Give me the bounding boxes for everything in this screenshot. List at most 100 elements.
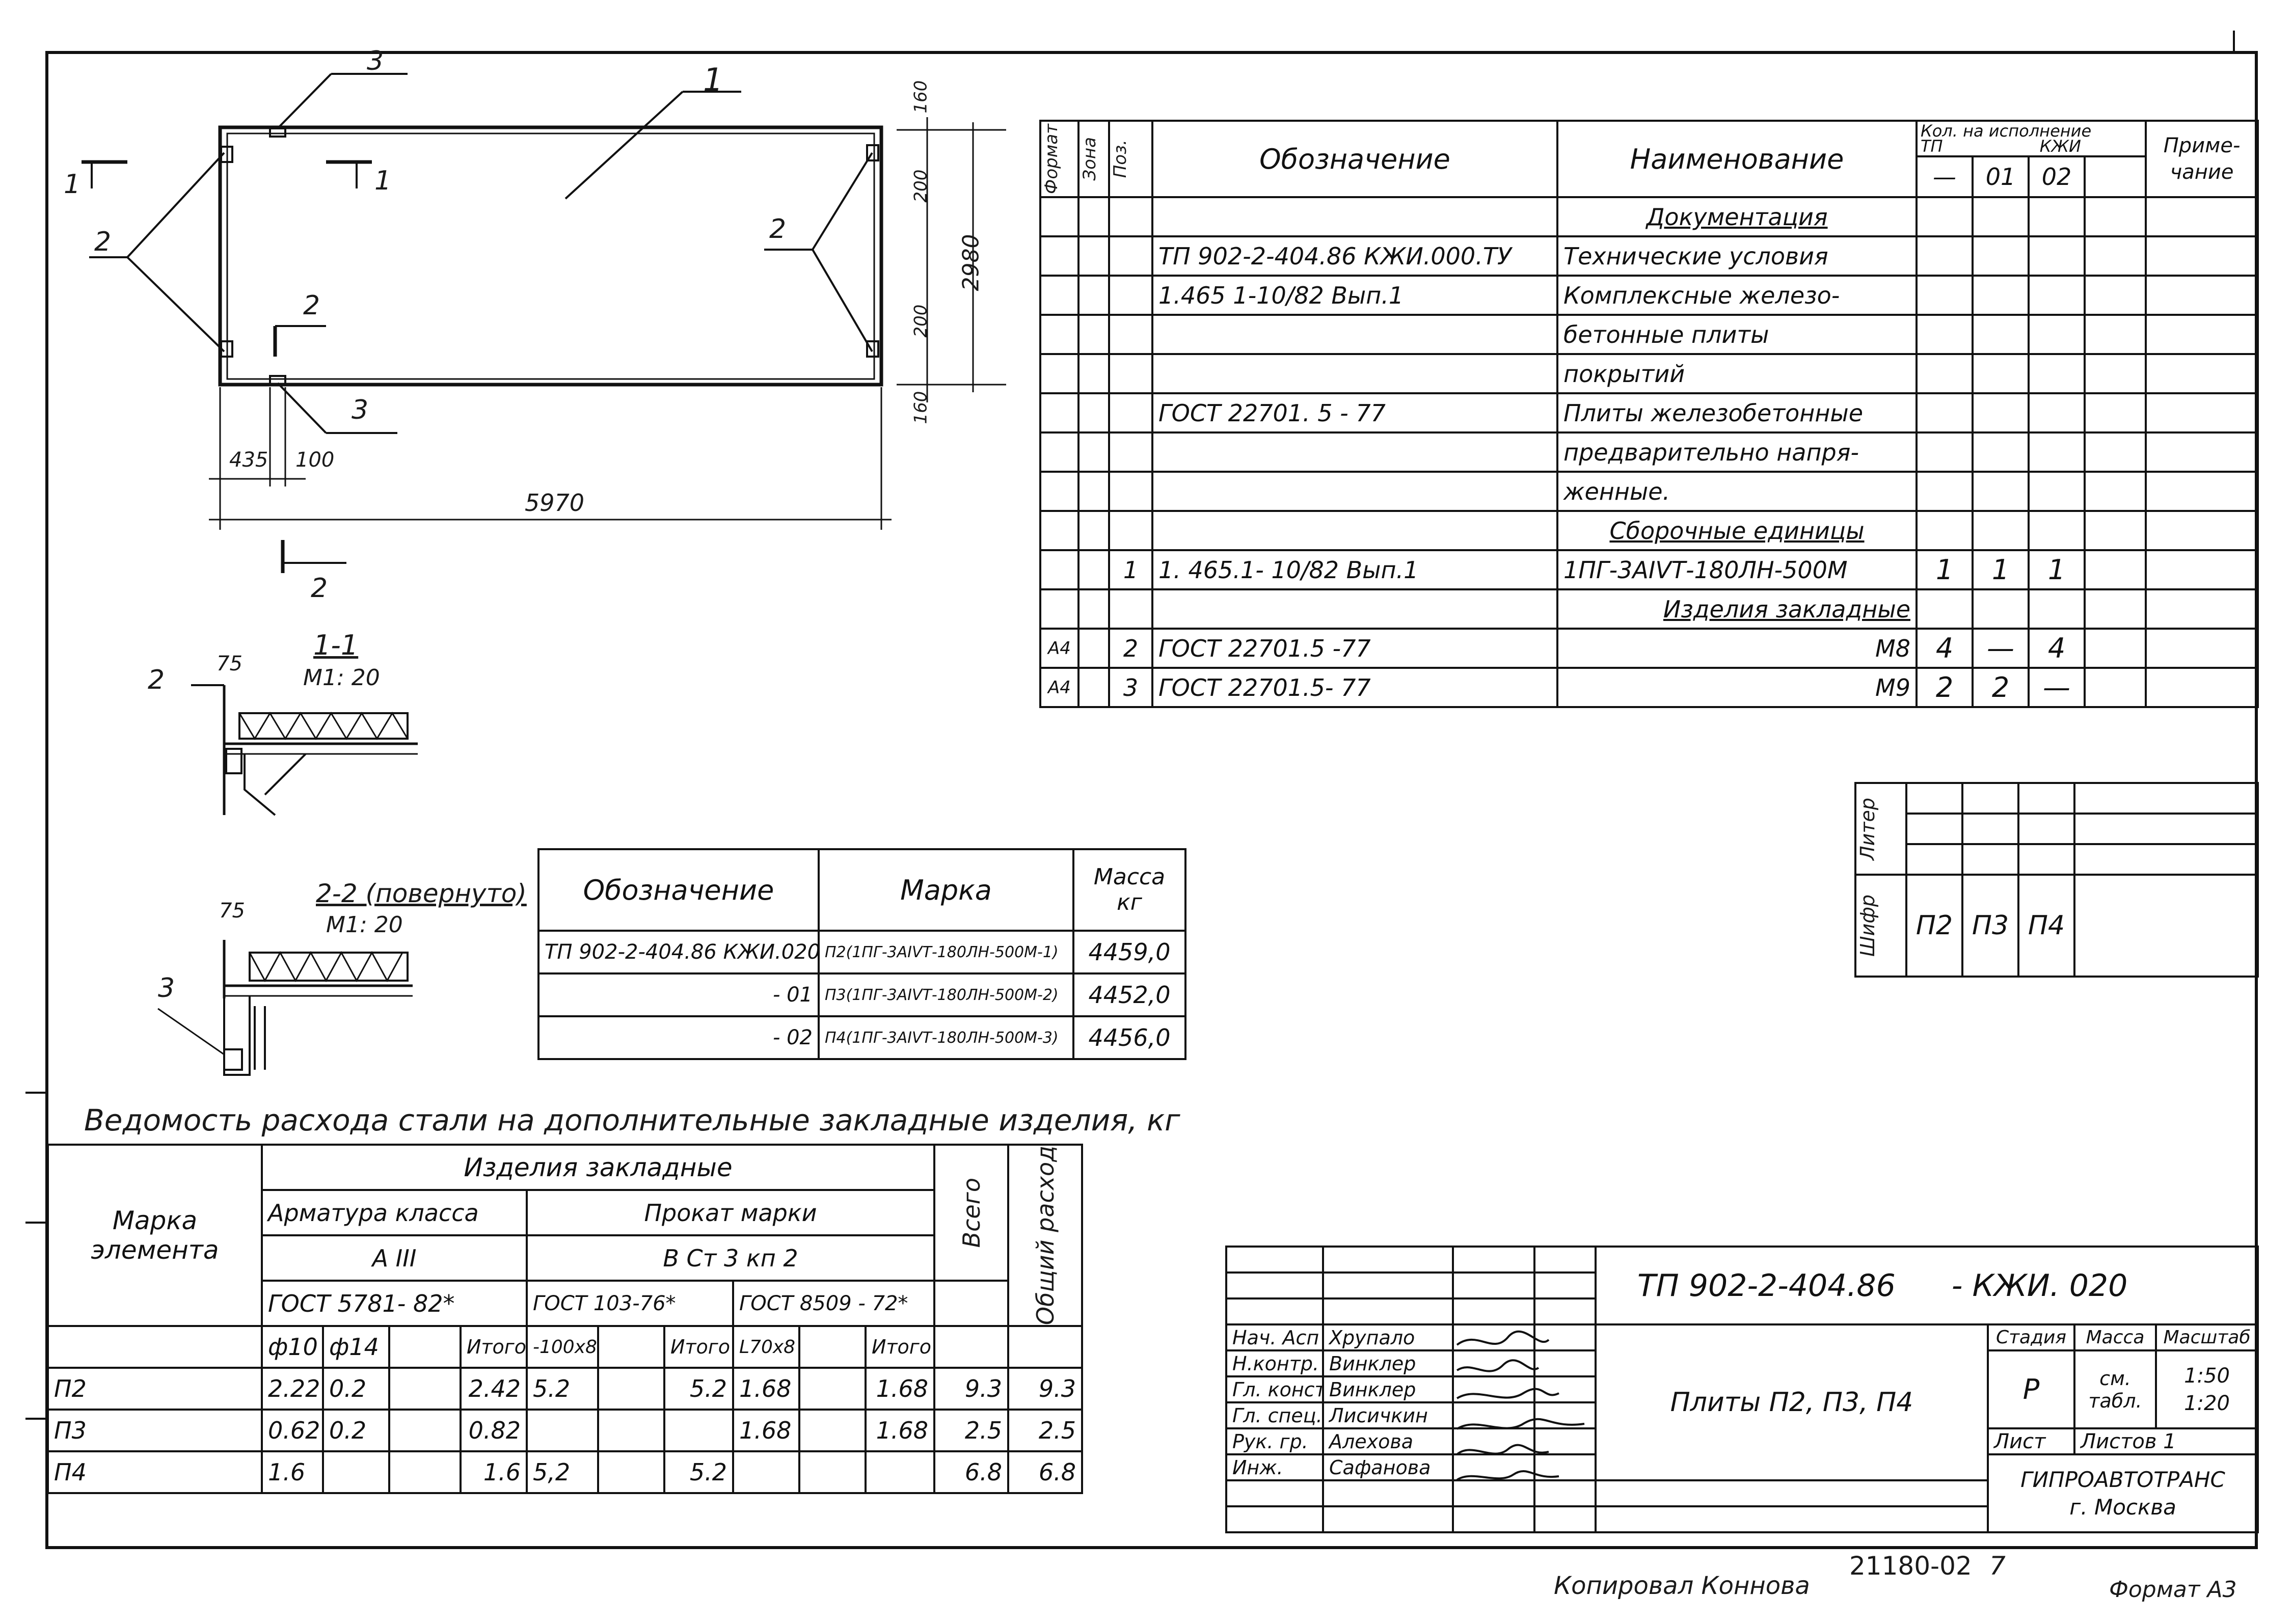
spec-cell-name: М9 [1556,667,1918,708]
mass-label: Масса [2073,1323,2157,1351]
spec-header-zone: Зона [1080,137,1100,181]
section-2-2-dim: 75 [219,899,245,923]
steel-cell-it1: 2.42 [460,1367,528,1411]
spec-cell-pos [1108,314,1153,355]
spec-cell-designation: 1. 465.1- 10/82 Вып.1 [1151,549,1558,590]
steel-subheader-itogo: Итого [864,1325,936,1369]
mass-table: Обозначение Марка Масса кг ТП 902-2-404.… [537,848,1186,1060]
mass-cell-mass: 4452,0 [1072,972,1186,1017]
dim-2980: 2980 [958,234,984,291]
spec-header-qty-label: Кол. на исполнение [1921,121,2092,141]
spec-cell-pos: 1 [1108,549,1153,590]
steel-header-rolled: Прокат марки [525,1189,936,1237]
spec-cell-designation [1151,314,1558,355]
steel-cell-s100: 5,2 [526,1450,599,1495]
steel-header-rebar-class: А III [261,1234,528,1282]
spec-cell-empty [2083,196,2147,237]
steel-cell-e [388,1450,462,1495]
spec-cell-name: Комплексные железо- [1556,275,1918,316]
spec-header-qty-tp: ТП [1921,136,1943,156]
spec-header-col-01: 01 [1972,155,2030,199]
spec-cell-format [1039,549,1080,590]
spec-cell-format: А4 [1039,628,1080,669]
person-role: Гл. констр [1225,1375,1324,1403]
spec-cell-format [1039,314,1080,355]
spec-cell-format [1039,471,1080,512]
steel-subheader-f14: ф14 [322,1325,390,1369]
spec-cell-qty [1972,588,2030,630]
steel-header-element: Марка элемента [47,1143,263,1328]
shifr-value: П4 [2017,874,2075,978]
spec-cell-designation [1151,510,1558,551]
mass-header-mass: Масса кг [1072,848,1186,932]
scale-label: Масштаб [2154,1323,2259,1351]
steel-cell-overall: 2.5 [1007,1409,1084,1453]
spec-cell-qty [1972,235,2030,277]
steel-subheader-itogo: Итого [663,1325,734,1369]
spec-cell-pos [1108,235,1153,277]
steel-header-gost1: ГОСТ 103-76* [526,1280,734,1328]
spec-cell-designation [1151,588,1558,630]
spec-cell-name: М8 [1556,628,1918,669]
steel-cell-e3 [798,1409,867,1453]
spec-cell-qty [1972,196,2030,237]
spec-cell-pos [1108,431,1153,473]
mass-cell-designation: - 01 [537,972,820,1017]
spec-cell-note [2145,628,2259,669]
mass-cell-designation: ТП 902-2-404.86 КЖИ.020 [537,930,820,975]
stage-value: Р [1987,1349,2075,1429]
steel-cell-mark: П4 [47,1450,263,1495]
person-name: Алехова [1322,1427,1454,1455]
mass-header-designation: Обозначение [537,848,820,932]
footer-copied: Копировал Коннова [1554,1572,1810,1600]
steel-cell-it3: 1.68 [864,1367,936,1411]
steel-subheader-s100: -100х8 [526,1325,599,1369]
person-role: Н.контр. [1225,1349,1324,1377]
spec-cell-qty [2028,353,2086,394]
steel-cell-it3: 1.68 [864,1409,936,1453]
spec-row: покрытий [1039,353,2259,394]
spec-cell-note [2145,431,2259,473]
steel-cell-it2: 5.2 [663,1367,734,1411]
spec-cell-format [1039,431,1080,473]
spec-cell-empty [2083,392,2147,434]
spec-cell-note [2145,235,2259,277]
spec-cell-qty [1916,314,1974,355]
spec-cell-name: женные. [1556,471,1918,512]
mass-cell-mark: П3(1ПГ-3АIVТ-180ЛН-500М-2) [818,972,1074,1017]
steel-cell-f14: 0.2 [322,1409,390,1453]
spec-cell-qty [1972,314,2030,355]
spec-cell-note [2145,314,2259,355]
plan-pos-1: 1 [703,61,723,98]
spec-cell-zone [1077,314,1110,355]
spec-cell-empty [2083,471,2147,512]
spec-cell-qty [1972,275,2030,316]
spec-cell-qty: 4 [2028,628,2086,669]
spec-cell-qty [1916,510,1974,551]
spec-header-designation: Обозначение [1151,120,1558,198]
spec-cell-qty [1916,235,1974,277]
steel-cell-f10: 1.6 [261,1450,324,1495]
spec-cell-zone [1077,275,1110,316]
spec-cell-format [1039,510,1080,551]
spec-cell-zone [1077,471,1110,512]
spec-header-col-dash: — [1916,155,1974,199]
mass-header-mark: Марка [818,848,1074,932]
spec-cell-qty [1972,353,2030,394]
spec-cell-empty [2083,588,2147,630]
person-name: Винклер [1322,1349,1454,1377]
spec-header-name: Наименование [1556,120,1918,198]
section-2-2-title: 2-2 (повернуто) [316,879,527,908]
spec-cell-zone [1077,628,1110,669]
spec-cell-qty [1916,353,1974,394]
drawing-code-suffix: - КЖИ. 020 [1951,1267,2128,1304]
spec-header-format: Формат [1041,124,1062,194]
steel-cell-e2 [597,1367,665,1411]
steel-cell-f10: 0.62 [261,1409,324,1453]
